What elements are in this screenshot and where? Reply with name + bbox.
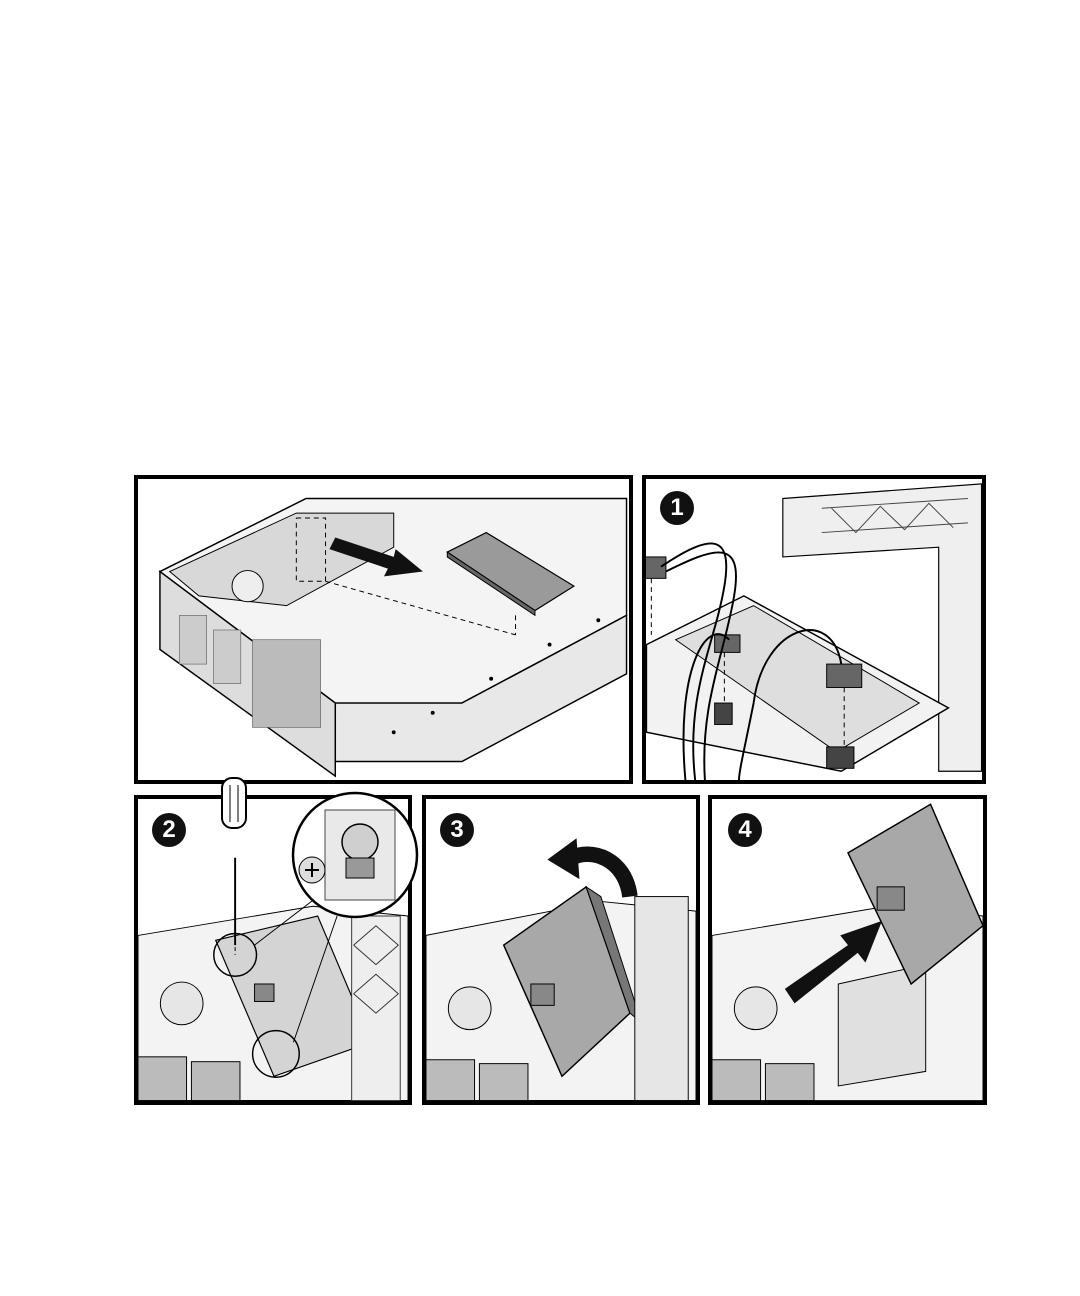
step-4-panel: 4 <box>708 795 987 1105</box>
step-3-panel: 3 <box>422 795 700 1105</box>
disconnect-cables-illustration <box>646 479 982 780</box>
rotate-board-illustration <box>426 799 696 1101</box>
loosen-screws-illustration <box>138 799 408 1101</box>
step-2-panel: 2 <box>134 795 412 1105</box>
step-4-badge: 4 <box>728 813 762 847</box>
step-2-badge: 2 <box>152 813 186 847</box>
server-chassis-illustration <box>138 479 629 780</box>
curved-arrow-icon <box>547 838 630 896</box>
overview-panel <box>134 475 633 784</box>
step-1-badge: 1 <box>660 491 694 525</box>
step-3-badge: 3 <box>440 813 474 847</box>
step-1-panel: 1 <box>642 475 986 784</box>
